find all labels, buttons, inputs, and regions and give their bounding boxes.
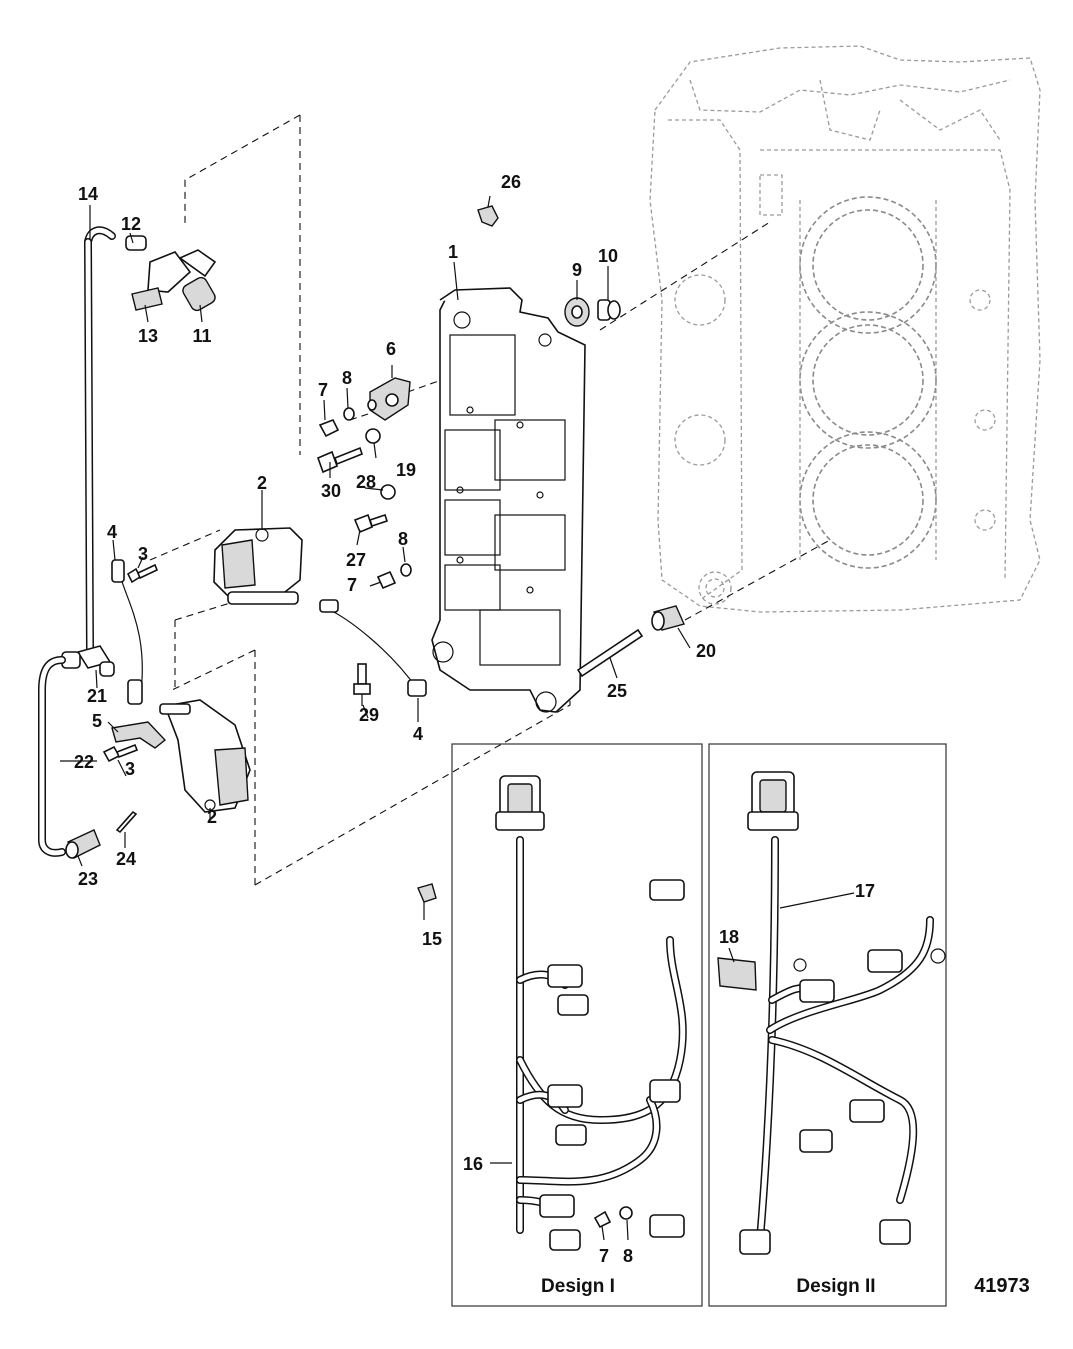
callout-13: 13 <box>138 326 158 346</box>
clip-15 <box>417 883 437 903</box>
bracket-18 <box>717 957 757 991</box>
callout-14: 14 <box>78 184 98 204</box>
callout-19: 19 <box>396 460 416 480</box>
callout-20: 20 <box>696 641 716 661</box>
mounting-plate <box>431 287 586 713</box>
engine-block-phantom <box>649 45 1041 613</box>
callout-7: 7 <box>599 1246 609 1266</box>
callout-9: 9 <box>572 260 582 280</box>
callout-24: 24 <box>116 849 136 869</box>
callout-18: 18 <box>719 927 739 947</box>
clip-26 <box>477 205 499 227</box>
design-i-caption: Design I <box>541 1276 615 1297</box>
coil-leads <box>111 559 427 705</box>
callout-8: 8 <box>623 1246 633 1266</box>
callout-23: 23 <box>78 869 98 889</box>
figure-number: 41973 <box>974 1275 1030 1297</box>
callout-30: 30 <box>321 481 341 501</box>
callout-3: 3 <box>138 544 148 564</box>
callout-6: 6 <box>386 339 396 359</box>
fittings <box>38 645 115 859</box>
ignition-coil-upper <box>213 527 303 605</box>
callout-11: 11 <box>192 326 211 346</box>
callout-10: 10 <box>598 246 618 266</box>
callout-3: 3 <box>125 759 135 779</box>
callout-4: 4 <box>107 522 117 542</box>
leader-lines <box>60 195 855 1241</box>
design-ii-caption: Design II <box>796 1276 875 1297</box>
callout-7: 7 <box>318 380 328 400</box>
callout-26: 26 <box>501 172 521 192</box>
sensor-29 <box>353 663 371 706</box>
callout-21: 21 <box>87 686 107 706</box>
callout-4: 4 <box>413 724 423 744</box>
grommet-bushing <box>564 297 621 327</box>
bracket-hole <box>385 393 399 407</box>
callout-22: 22 <box>74 752 94 772</box>
callout-2: 2 <box>207 807 217 827</box>
callout-16: 16 <box>463 1154 483 1174</box>
callout-8: 8 <box>342 368 352 388</box>
callout-12: 12 <box>121 214 141 234</box>
pin-25 <box>576 628 644 678</box>
ignition-coil-lower <box>159 699 251 813</box>
callout-28: 28 <box>356 472 376 492</box>
callout-17: 17 <box>855 881 875 901</box>
callout-2: 2 <box>257 473 267 493</box>
callout-15: 15 <box>422 929 442 949</box>
fitting-20 <box>651 605 685 631</box>
fasteners <box>102 399 633 1229</box>
bracket-5 <box>111 721 167 749</box>
design-ii-panel <box>708 743 947 1307</box>
design-i-panel <box>451 743 703 1307</box>
callout-1: 1 <box>448 242 458 262</box>
callout-25: 25 <box>607 681 627 701</box>
callout-7: 7 <box>347 575 357 595</box>
callout-labels: 1 2 2 3 3 4 4 5 6 7 7 7 8 8 8 9 10 11 12… <box>74 172 875 1266</box>
callout-8: 8 <box>398 529 408 549</box>
callout-29: 29 <box>359 705 379 725</box>
callout-5: 5 <box>92 711 102 731</box>
callout-27: 27 <box>346 550 366 570</box>
hose-14 <box>84 226 116 654</box>
sensor-cluster <box>125 235 217 312</box>
